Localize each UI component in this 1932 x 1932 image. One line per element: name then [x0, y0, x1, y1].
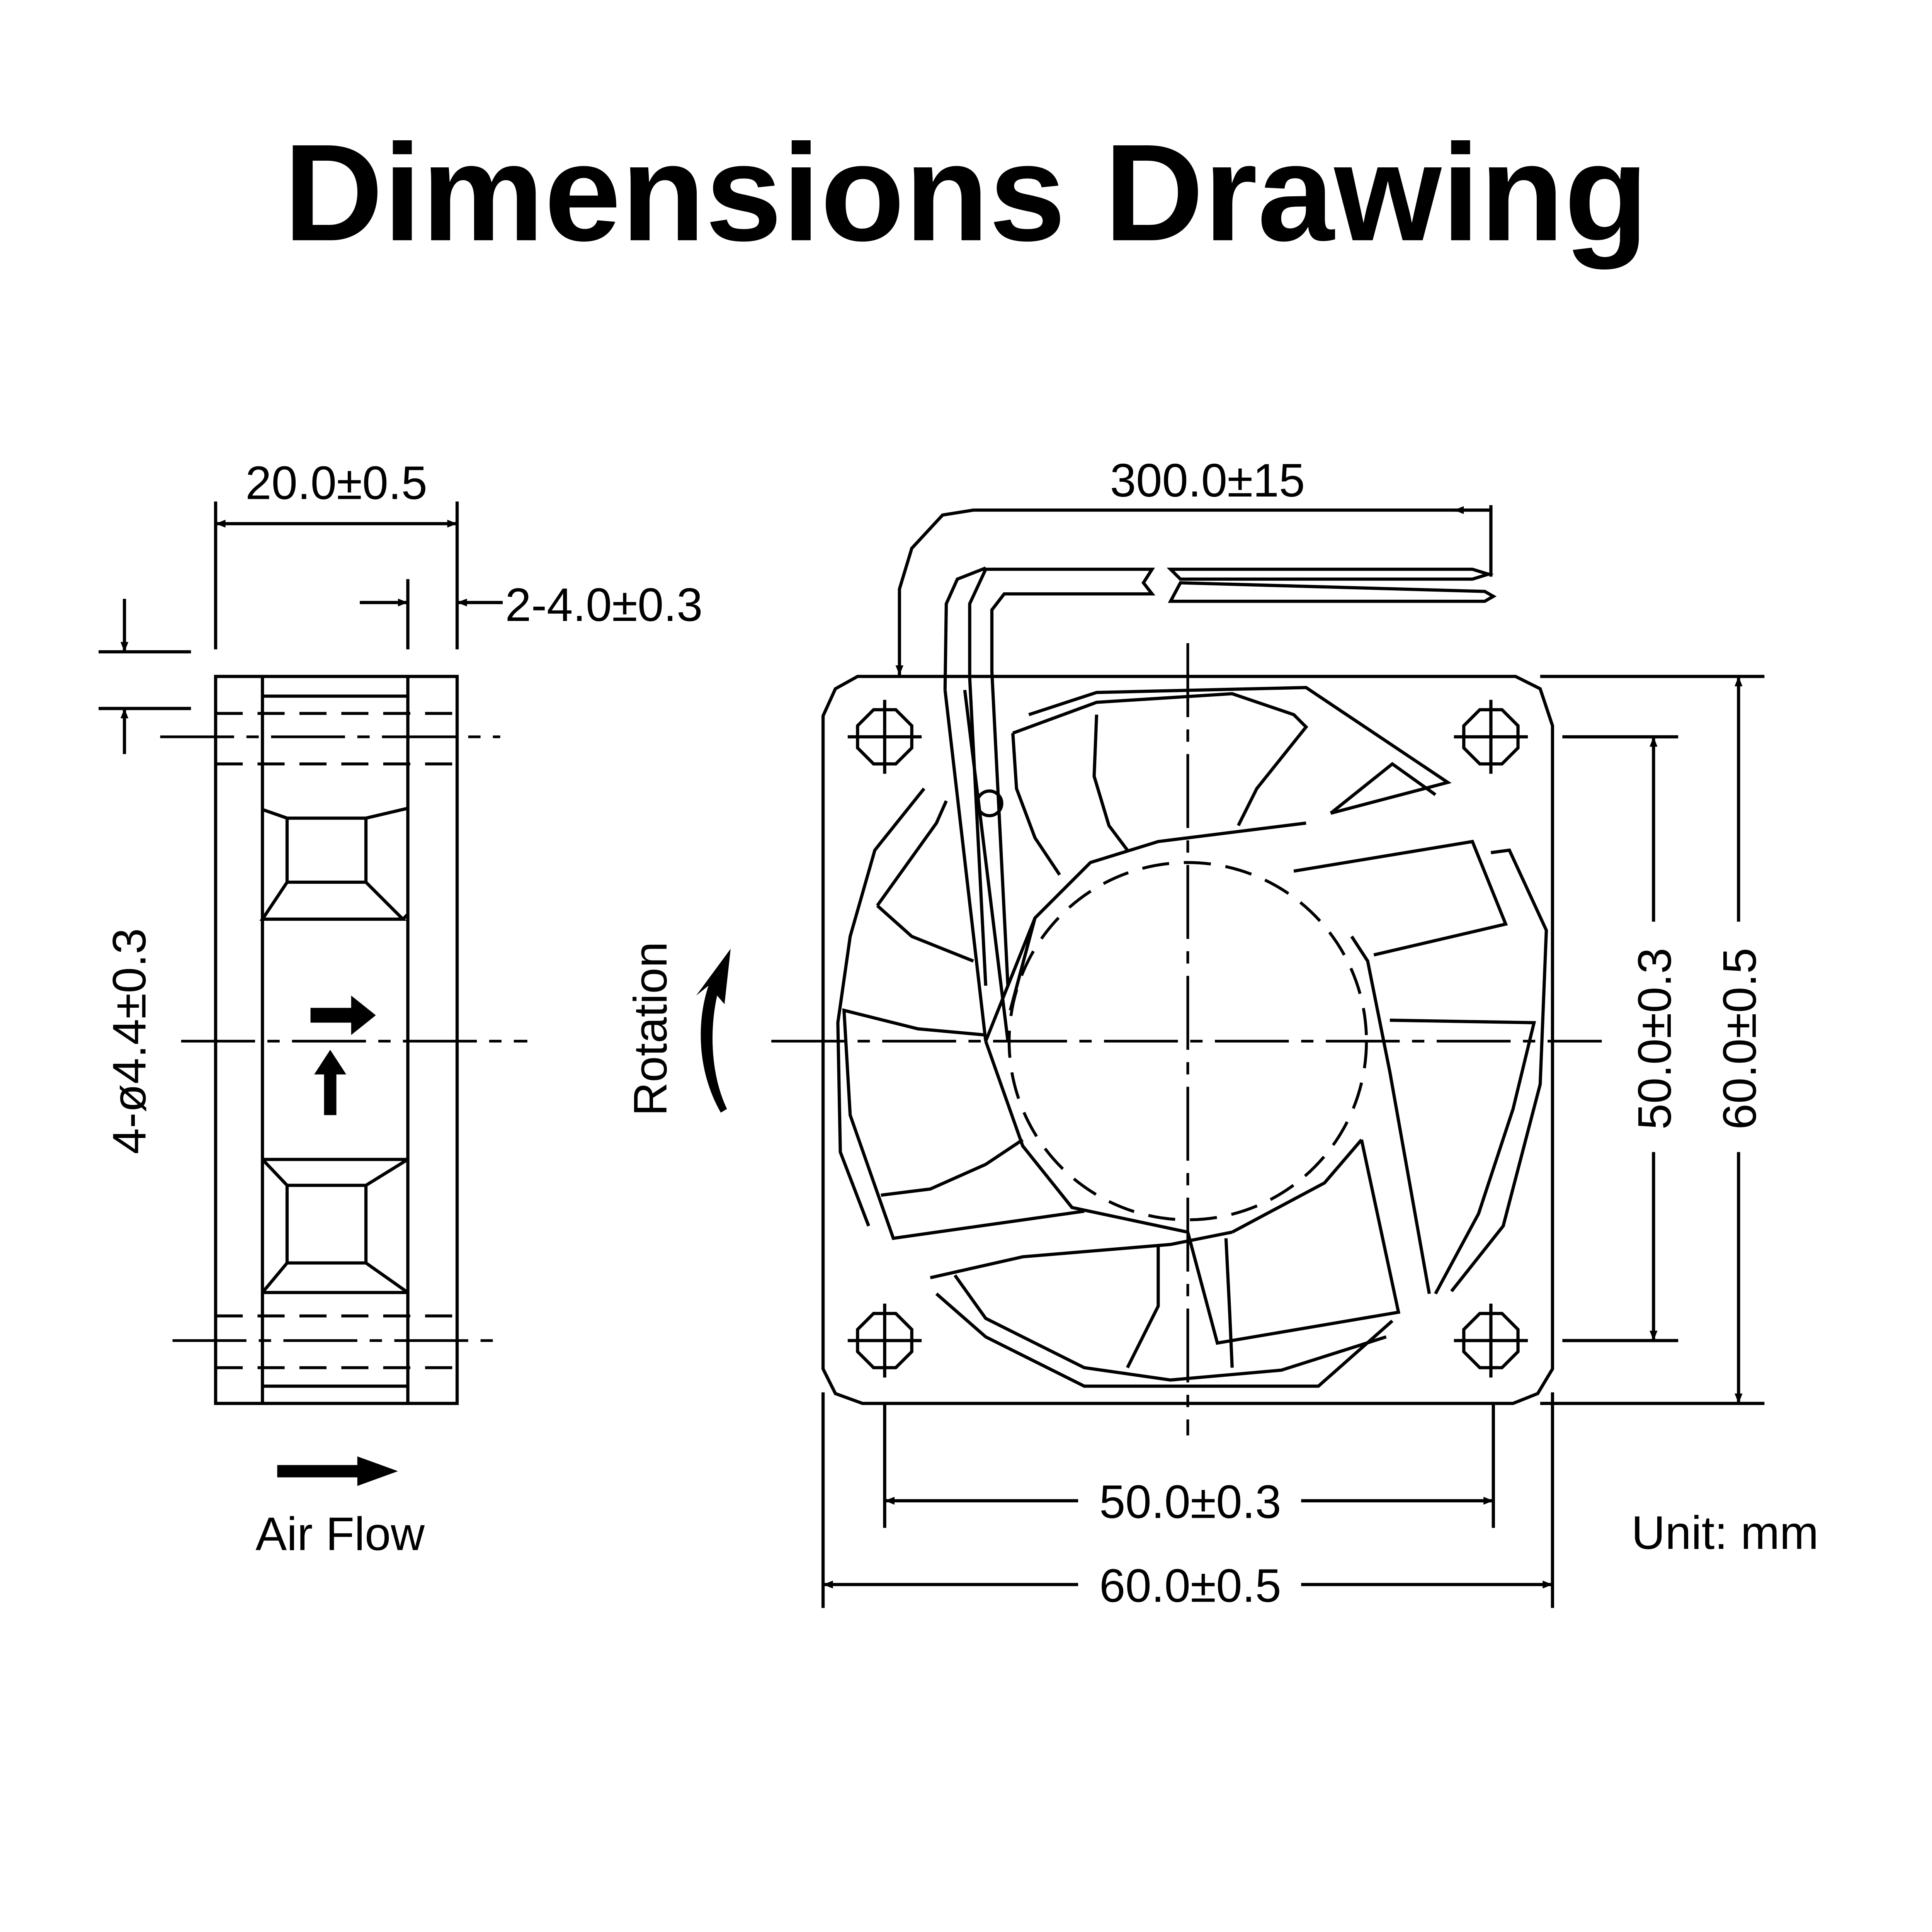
airflow-label: Air Flow: [255, 1507, 425, 1560]
airflow-arrow: [277, 1456, 398, 1486]
side-view: 20.0±0.5 2-4.0±0.3 4-ø4.4±0.3 Air Flow: [99, 456, 702, 1560]
fan-blades: [836, 686, 1548, 1388]
hole-spacing-horizontal-label: 50.0±0.3: [1099, 1476, 1281, 1528]
rotation-arrow-icon: [696, 949, 731, 1113]
width-label: 60.0±0.5: [1099, 1559, 1281, 1612]
mounting-hole-label: 4-ø4.4±0.3: [103, 928, 155, 1154]
cable-length-label: 300.0±15: [1110, 454, 1305, 507]
cable: [943, 566, 1497, 986]
rotation-label: Rotation: [624, 942, 677, 1116]
airflow-direction-arrow: [310, 995, 376, 1035]
height-label: 60.0±0.5: [1713, 948, 1766, 1130]
depth-dimension-label: 20.0±0.5: [245, 456, 427, 509]
page-title: Dimensions Drawing: [284, 116, 1648, 270]
front-view: 300.0±15 Rotation 50.0±0.3 60.0±0.5 50.0…: [624, 454, 1766, 1612]
unit-label: Unit: mm: [1631, 1506, 1819, 1559]
rotation-direction-arrow: [314, 1049, 347, 1115]
flange-thickness-label: 2-4.0±0.3: [505, 578, 702, 631]
hole-spacing-vertical-label: 50.0±0.3: [1628, 948, 1681, 1130]
mounting-holes: [847, 700, 1528, 1378]
